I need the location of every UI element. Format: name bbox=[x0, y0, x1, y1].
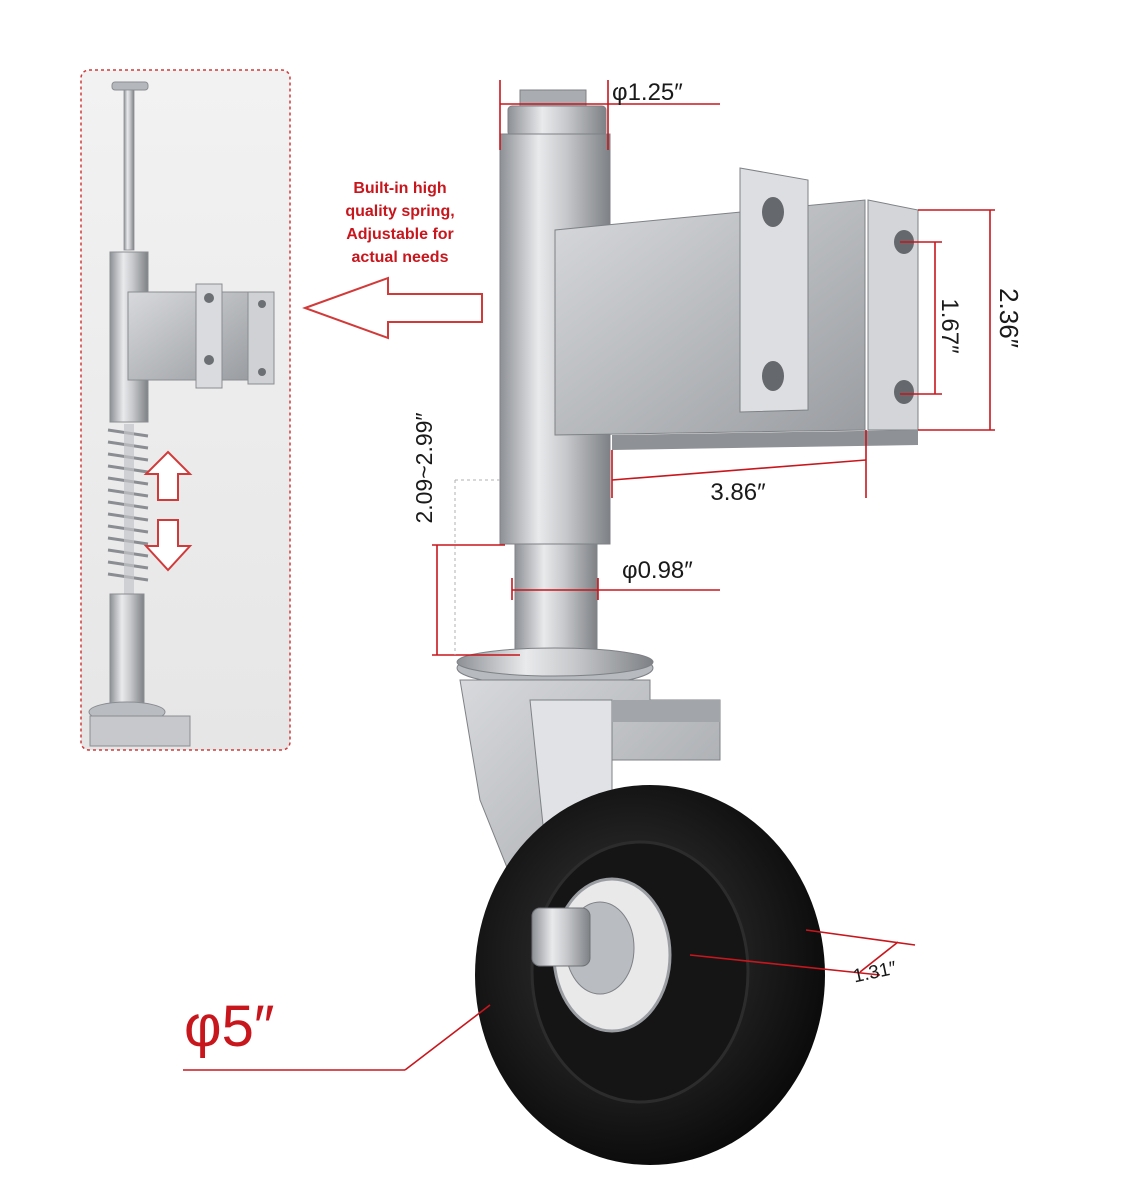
arrow-down-icon bbox=[143, 519, 193, 572]
arrow-left-icon bbox=[302, 276, 483, 340]
plate-width-label: 3.86″ bbox=[710, 479, 766, 506]
note-line-1: Built-in high bbox=[353, 180, 446, 197]
dimension-lines bbox=[183, 80, 995, 1071]
spring-detail-panel bbox=[80, 69, 291, 751]
dimension-lines-grey bbox=[454, 479, 500, 655]
lower-diameter-label: φ0.98″ bbox=[622, 557, 693, 584]
wheel-width-label: 1.31″ bbox=[851, 958, 898, 988]
top-diameter-label: φ1.25″ bbox=[612, 79, 683, 106]
wheel bbox=[475, 785, 825, 1165]
mounting-bracket bbox=[554, 167, 919, 450]
spring-note: Built-in high quality spring, Adjustable… bbox=[345, 180, 454, 266]
hole-spacing-label-text: 1.67″ bbox=[936, 298, 963, 354]
note-line-3: Adjustable for bbox=[346, 226, 454, 243]
plate-height-label: 2.36″ bbox=[994, 288, 1024, 348]
note-line-2: quality spring, bbox=[345, 203, 454, 220]
note-line-4: actual needs bbox=[352, 249, 449, 266]
wheel-diameter-label: φ5″ bbox=[184, 994, 274, 1059]
arrow-up-icon bbox=[143, 450, 193, 501]
spring-travel-label: 2.09~2.99″ bbox=[411, 412, 437, 523]
caster-assembly bbox=[456, 89, 919, 1165]
inset-mounting-bracket bbox=[127, 283, 275, 389]
